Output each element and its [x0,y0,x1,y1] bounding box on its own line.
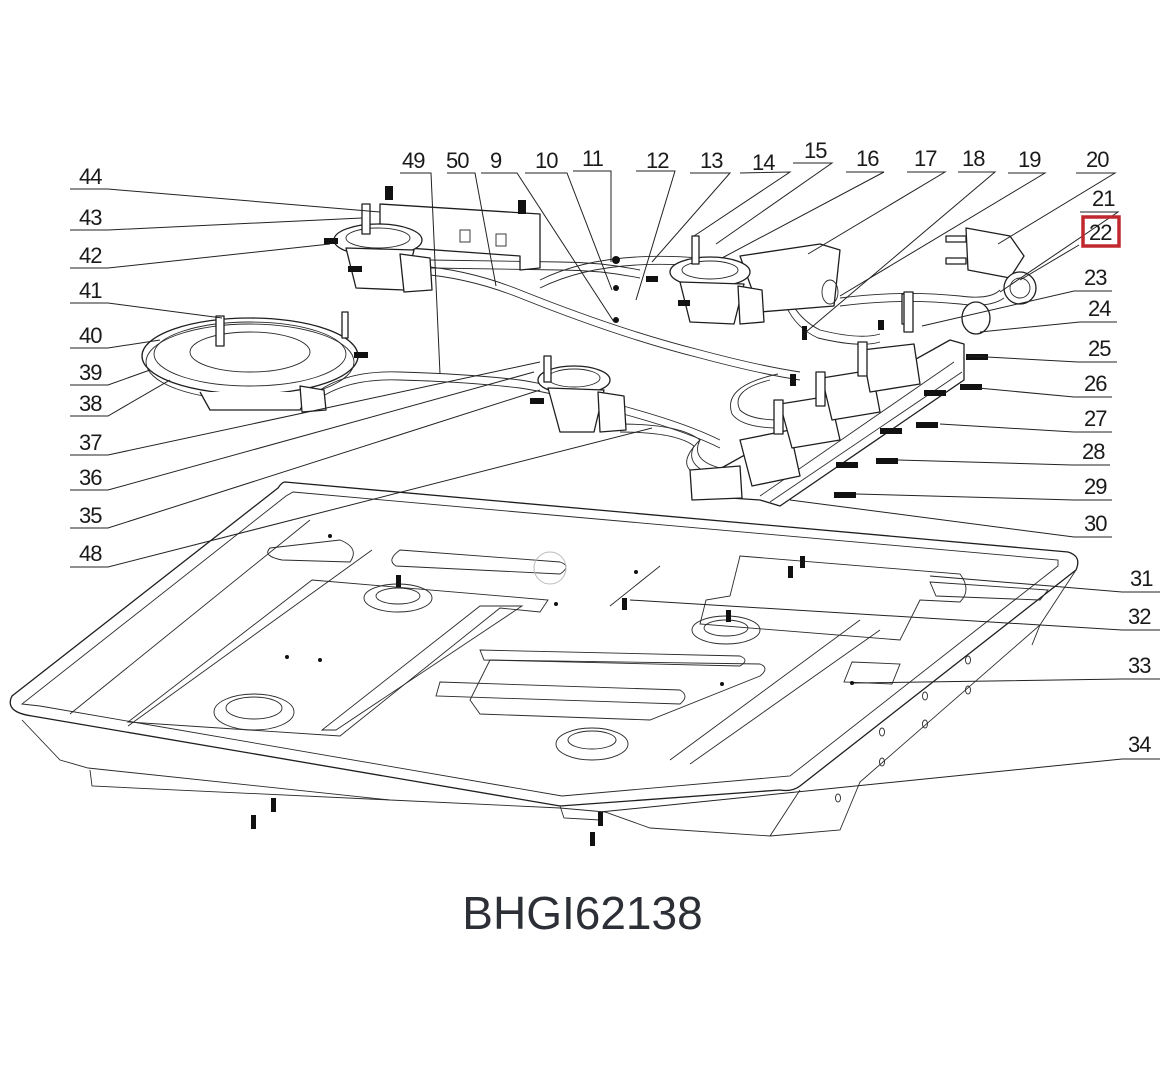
callout-31[interactable]: 31 [1130,566,1154,591]
base-tray [9,481,1079,846]
clip-icon [530,398,544,404]
screw-icon [271,798,276,812]
callout-labels: 44 43 42 41 40 39 38 37 36 35 48 49 50 9… [79,138,1154,757]
callout-13[interactable]: 13 [700,148,724,173]
callout-20[interactable]: 20 [1086,147,1110,172]
screw-icon [396,575,401,587]
callout-33[interactable]: 33 [1128,653,1152,678]
screw-icon [800,556,805,568]
callout-34[interactable]: 34 [1128,732,1152,757]
burner-front-right [530,355,627,433]
callout-18[interactable]: 18 [962,146,986,171]
clip-icon [646,276,658,282]
screw-icon [916,422,938,428]
callout-37[interactable]: 37 [79,430,103,455]
valve-manifold [689,291,988,507]
callout-15[interactable]: 15 [804,138,828,163]
callout-30[interactable]: 30 [1084,511,1108,536]
screw-icon [834,492,856,498]
tray-right-skirt [769,569,1077,837]
callout-19[interactable]: 19 [1018,147,1042,172]
screw-icon [836,462,858,468]
power-plug [901,227,1037,335]
callout-17[interactable]: 17 [914,146,938,171]
nut-icon [612,256,620,264]
callout-16[interactable]: 16 [856,146,880,171]
burner-rear-right [612,235,841,340]
highlight-box-part-22 [1081,215,1121,248]
callout-43[interactable]: 43 [79,205,103,230]
tray-front-skirt [21,719,801,837]
screw-icon [726,610,731,622]
tray-center-panel [126,579,549,737]
burner-socket-front-left [213,693,295,731]
clip-icon [354,352,368,358]
callout-29[interactable]: 29 [1084,474,1108,499]
callout-42[interactable]: 42 [79,243,103,268]
callout-9[interactable]: 9 [490,148,503,173]
callout-48[interactable]: 48 [79,541,103,566]
callout-14[interactable]: 14 [752,150,776,175]
burner-rear-left [324,186,541,293]
callout-25[interactable]: 25 [1088,336,1112,361]
screw-icon [518,200,526,214]
callout-44[interactable]: 44 [79,164,103,189]
screw-icon [802,326,807,340]
screw-icon [788,566,793,578]
callout-32[interactable]: 32 [1128,604,1152,629]
model-number-title: BHGI62138 [462,887,703,939]
callout-21[interactable]: 21 [1092,186,1116,211]
burner-triple-crown [141,311,368,413]
screw-icon [790,374,796,386]
screw-icon [622,598,627,610]
callout-23[interactable]: 23 [1084,265,1108,290]
callout-24[interactable]: 24 [1088,296,1112,321]
callout-35[interactable]: 35 [79,503,103,528]
clip-icon [324,238,338,244]
leader-lines [70,162,1160,813]
clip-icon [348,266,362,272]
callout-11[interactable]: 11 [582,146,605,171]
callout-12[interactable]: 12 [646,148,670,173]
callout-41[interactable]: 41 [79,278,103,303]
callout-40[interactable]: 40 [79,323,103,348]
callout-27[interactable]: 27 [1084,406,1108,431]
screw-icon [960,384,982,390]
callout-28[interactable]: 28 [1082,439,1106,464]
callout-50[interactable]: 50 [446,148,470,173]
nut-icon [613,317,619,323]
screw-icon [385,186,393,200]
screw-icon [878,320,884,330]
callout-22[interactable]: 22 [1089,220,1113,245]
screw-icon [876,458,898,464]
screw-icon [880,428,902,434]
screw-icon [590,832,595,846]
callout-49[interactable]: 49 [402,148,426,173]
tray-outer-rim [9,481,1079,807]
nut-icon [613,285,619,291]
clip-icon [678,300,690,306]
screw-icon [598,812,603,826]
callout-26[interactable]: 26 [1084,371,1108,396]
callout-10[interactable]: 10 [535,148,559,173]
callout-39[interactable]: 39 [79,360,103,385]
screw-icon [251,815,256,829]
tray-inner-rim [20,491,1059,797]
callout-36[interactable]: 36 [79,465,103,490]
screw-icon [924,390,946,396]
callout-38[interactable]: 38 [79,391,103,416]
screw-icon [966,354,988,360]
burner-socket-front-right [555,727,629,761]
